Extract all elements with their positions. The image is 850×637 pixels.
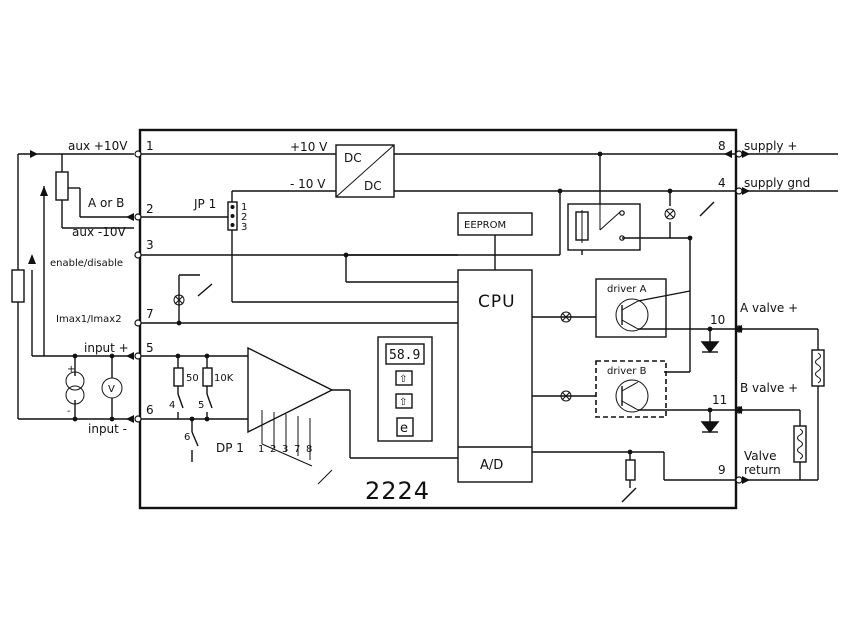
jumper-jp1: JP 1 1 2 3 (193, 197, 247, 233)
up-arrow-icon: ⇧ (399, 374, 407, 385)
potentiometer-2 (11, 269, 25, 303)
pin-10: 10 (710, 313, 725, 327)
dip-switch-label: DP 1 (216, 441, 244, 455)
svg-text:3: 3 (241, 222, 247, 233)
svg-text:1: 1 (258, 444, 264, 455)
dcdc-output-label: DC (364, 179, 382, 193)
svg-text:2: 2 (241, 212, 247, 223)
terminal-b-valve-label: B valve + (740, 381, 798, 395)
lamp-supply-icon (664, 208, 676, 220)
pin-2: 2 (146, 202, 154, 216)
display-panel: 58.9 ⇧ ⇧ e (377, 336, 433, 442)
rail-minus10-label: - 10 V (290, 177, 326, 191)
rail-plus10-label: +10 V (290, 140, 328, 154)
valve-a-coil-icon (811, 349, 825, 387)
svg-text:3: 3 (282, 444, 288, 455)
dcdc-input-label: DC (344, 151, 362, 165)
dcdc-converter: DC DC (335, 144, 395, 198)
svg-text:2: 2 (270, 444, 276, 455)
lamp-driver-b-icon (560, 390, 572, 402)
terminal-a-or-b-label: A or B (88, 196, 124, 210)
e-button[interactable] (396, 417, 414, 437)
display-readout: 58.9 (389, 348, 420, 363)
e-button-label: e (400, 421, 408, 436)
terminal-input-plus-label: input + (84, 341, 129, 355)
module-enclosure (138, 128, 738, 510)
signal-arrows (28, 150, 750, 484)
cpu-label: CPU (478, 292, 516, 312)
current-source-icon: + - (65, 364, 85, 417)
diode-b-icon (700, 421, 720, 434)
resistor-50-label: 50 (186, 373, 199, 384)
pin-4: 4 (718, 176, 726, 190)
terminal-input-minus-label: input - (88, 422, 127, 436)
terminal-supply-gnd-label: supply gnd (744, 176, 810, 190)
pin-3: 3 (146, 238, 154, 252)
diode-a-icon (700, 341, 720, 354)
svg-text:8: 8 (306, 444, 312, 455)
eeprom-label: EEPROM (464, 220, 506, 231)
pin-6: 6 (146, 403, 154, 417)
svg-text:V: V (108, 384, 115, 395)
pin-11: 11 (712, 393, 727, 407)
terminal-imax-label: Imax1/Imax2 (56, 314, 122, 325)
up-arrow-button[interactable] (395, 370, 413, 386)
svg-text:+: + (67, 364, 75, 375)
potentiometer-1 (55, 171, 69, 201)
terminal-supply-plus-label: supply + (744, 139, 797, 153)
pin-7: 7 (146, 307, 154, 321)
terminal-pins (134, 150, 743, 484)
svg-text:1: 1 (241, 202, 247, 213)
pin-9: 9 (718, 463, 726, 477)
svg-text:-: - (67, 406, 71, 417)
pin-8: 8 (718, 139, 726, 153)
driver-b-block: driver B (595, 360, 667, 418)
lamp-imax-icon (173, 294, 185, 306)
jumper-label: JP 1 (193, 197, 216, 211)
pin-1: 1 (146, 139, 154, 153)
down-arrow-icon: ⇧ (399, 397, 407, 408)
driver-a-label: driver A (607, 284, 647, 295)
resistor-10k-label: 10K (214, 373, 234, 384)
down-arrow-button[interactable] (395, 393, 413, 409)
switch-4-label: 4 (169, 400, 175, 411)
voltmeter-icon: V (101, 377, 123, 399)
driver-a-block: driver A (595, 278, 667, 338)
terminal-a-valve-label: A valve + (740, 301, 798, 315)
svg-text:7: 7 (294, 444, 300, 455)
switch-6-label: 6 (184, 432, 190, 443)
module-number: 2224 (365, 477, 430, 505)
ad-label: A/D (480, 458, 503, 473)
driver-b-label: driver B (607, 366, 647, 377)
terminal-valve-return-label-2: return (744, 463, 781, 477)
terminal-enable-label: enable/disable (50, 258, 123, 269)
pin-5: 5 (146, 341, 154, 355)
relay (567, 203, 641, 251)
valve-b-coil-icon (793, 425, 807, 463)
lamp-driver-a-icon (560, 311, 572, 323)
terminal-aux-plus-label: aux +10V (68, 139, 128, 153)
input-amplifier (247, 346, 334, 434)
terminal-valve-return-label: Valve (744, 449, 776, 463)
switch-5-label: 5 (198, 400, 204, 411)
terminal-aux-minus-label: aux -10V (72, 225, 126, 239)
junction-dots (72, 151, 713, 455)
